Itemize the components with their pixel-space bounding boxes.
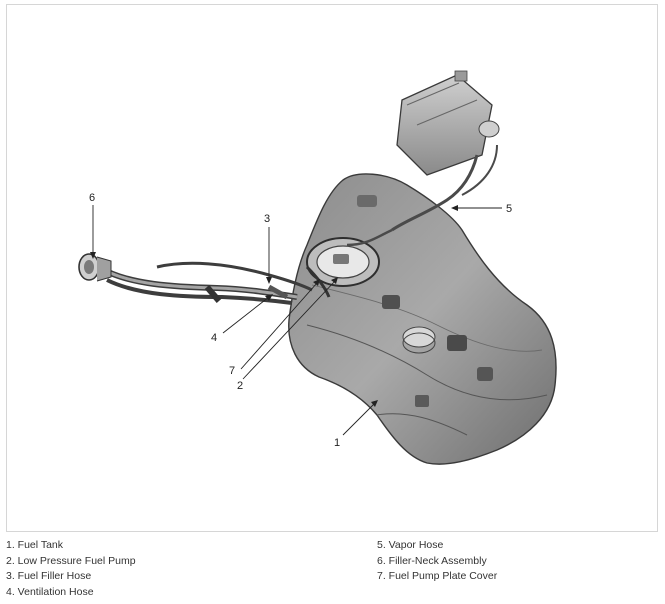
leader-lines [90, 205, 502, 436]
fuel-tank-shape [288, 173, 557, 465]
callout-6: 6 [89, 192, 95, 204]
filler-neck-shape [78, 253, 112, 282]
fuel-system-illustration: 6 3 4 5 7 2 1 [78, 70, 557, 465]
callout-4: 4 [211, 332, 217, 344]
canister-shape [396, 70, 500, 176]
legend-item: 4. Ventilation Hose [6, 585, 94, 598]
legend-item: 3. Fuel Filler Hose [6, 570, 92, 583]
legend-column-right: 5. Vapor Hose 6. Filler-Neck Assembly 7.… [377, 538, 497, 585]
vapor-hose-shape [346, 144, 498, 247]
diagram-frame: 6 3 4 5 7 2 1 [6, 4, 658, 532]
filler-hose-shape [97, 261, 331, 305]
callout-7: 7 [229, 365, 235, 377]
legend-item: 2. Low Pressure Fuel Pump [6, 554, 136, 567]
legend-item: 5. Vapor Hose [377, 539, 444, 551]
callout-2: 2 [237, 380, 243, 392]
legend-item: 6. Filler-Neck Assembly [377, 554, 487, 567]
parts-legend: 1. Fuel Tank 2. Low Pressure Fuel Pump 3… [6, 536, 658, 602]
legend-item: 7. Fuel Pump Plate Cover [377, 570, 498, 583]
callout-5: 5 [506, 203, 512, 215]
fuel-pump-plate [306, 237, 380, 287]
callout-1: 1 [334, 437, 340, 449]
legend-column-left: 1. Fuel Tank 2. Low Pressure Fuel Pump 3… [6, 538, 136, 600]
callout-3: 3 [264, 213, 270, 225]
legend-item: 1. Fuel Tank [6, 539, 64, 551]
